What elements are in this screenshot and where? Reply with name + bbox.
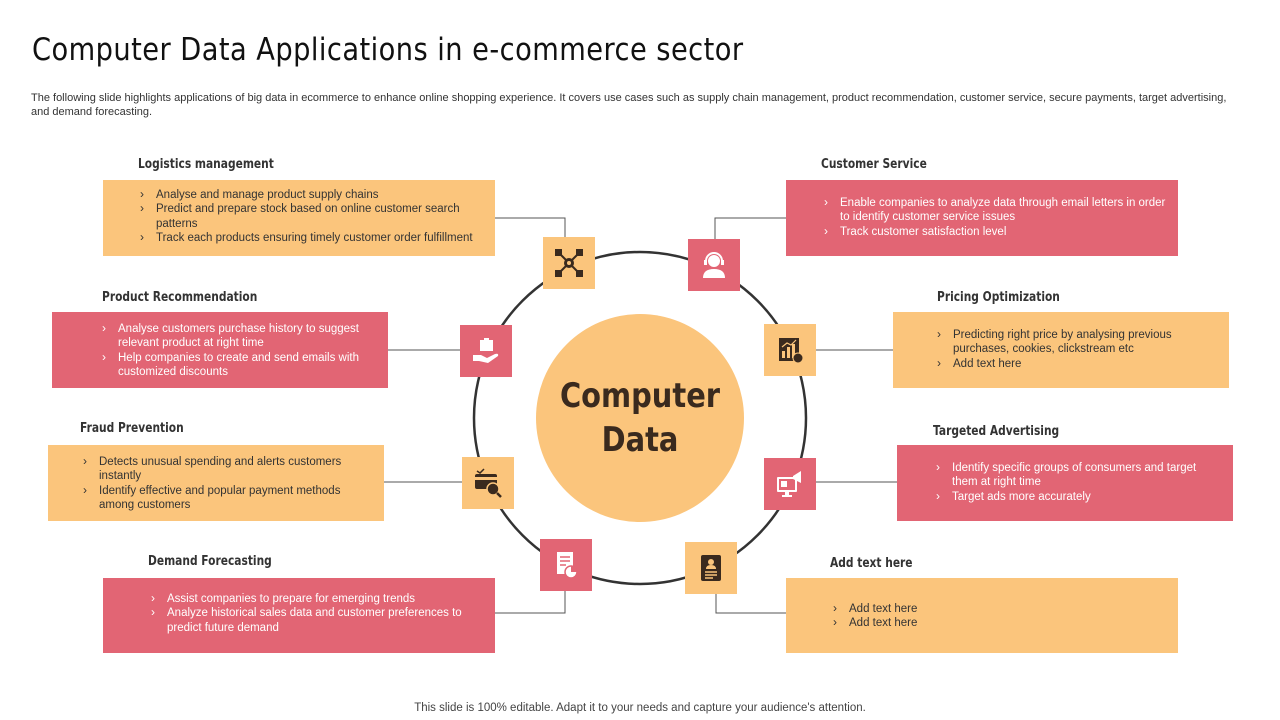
- other-heading: Add text here: [830, 556, 913, 571]
- headset-agent-icon: [688, 239, 740, 291]
- center-line-1: Computer: [559, 376, 721, 416]
- service-bullet: Enable companies to analyze data through…: [824, 195, 1168, 225]
- fraud-box: Detects unusual spending and alerts cust…: [48, 445, 384, 521]
- logistics-heading: Logistics management: [138, 157, 274, 172]
- report-chart-icon: [540, 539, 592, 591]
- footer-note: This slide is 100% editable. Adapt it to…: [414, 702, 866, 714]
- center-line-2: Data: [601, 420, 679, 460]
- card-security-icon: [462, 457, 514, 509]
- page-subtitle: The following slide highlights applicati…: [31, 92, 1227, 118]
- connector-lines: [384, 217, 897, 614]
- service-heading: Customer Service: [821, 157, 927, 172]
- pricing-heading: Pricing Optimization: [937, 290, 1060, 305]
- product-heading: Product Recommendation: [102, 290, 258, 305]
- advertising-bullet: Target ads more accurately: [936, 489, 1223, 504]
- hand-box-icon: [460, 325, 512, 377]
- page-title: Computer Data Applications in e-commerce…: [32, 32, 744, 68]
- pricing-bullet: Add text here: [937, 356, 1219, 371]
- fraud-bullet: Identify effective and popular payment m…: [83, 483, 374, 513]
- id-card-icon: [685, 542, 737, 594]
- logistics-bullet: Analyse and manage product supply chains: [140, 187, 485, 202]
- pricing-box: Predicting right price by analysing prev…: [893, 312, 1229, 388]
- logistics-box: Analyse and manage product supply chains…: [103, 180, 495, 256]
- demand-bullet: Assist companies to prepare for emerging…: [151, 591, 485, 606]
- network-gear-icon: [543, 237, 595, 289]
- fraud-heading: Fraud Prevention: [80, 421, 184, 436]
- product-bullet: Analyse customers purchase history to su…: [102, 321, 378, 351]
- price-chart-icon: [764, 324, 816, 376]
- logistics-bullet: Predict and prepare stock based on onlin…: [140, 201, 485, 231]
- demand-box: Assist companies to prepare for emerging…: [103, 578, 495, 653]
- service-box: Enable companies to analyze data through…: [786, 180, 1178, 256]
- logistics-bullet: Track each products ensuring timely cust…: [140, 230, 485, 245]
- outer-ring: [472, 250, 808, 586]
- advertising-heading: Targeted Advertising: [933, 424, 1060, 439]
- center-label: Computer Data: [552, 314, 729, 522]
- advertising-box: Identify specific groups of consumers an…: [897, 445, 1233, 521]
- megaphone-screen-icon: [764, 458, 816, 510]
- demand-bullet: Analyze historical sales data and custom…: [151, 605, 485, 635]
- fraud-bullet: Detects unusual spending and alerts cust…: [83, 454, 374, 484]
- demand-heading: Demand Forecasting: [148, 554, 272, 569]
- other-bullet: Add text here: [833, 615, 1168, 630]
- advertising-bullet: Identify specific groups of consumers an…: [936, 460, 1223, 490]
- other-bullet: Add text here: [833, 601, 1168, 616]
- other-box: Add text here Add text here: [786, 578, 1178, 653]
- center-circle: [536, 314, 744, 522]
- product-box: Analyse customers purchase history to su…: [52, 312, 388, 388]
- service-bullet: Track customer satisfaction level: [824, 224, 1168, 239]
- pricing-bullet: Predicting right price by analysing prev…: [937, 327, 1219, 357]
- product-bullet: Help companies to create and send emails…: [102, 350, 378, 380]
